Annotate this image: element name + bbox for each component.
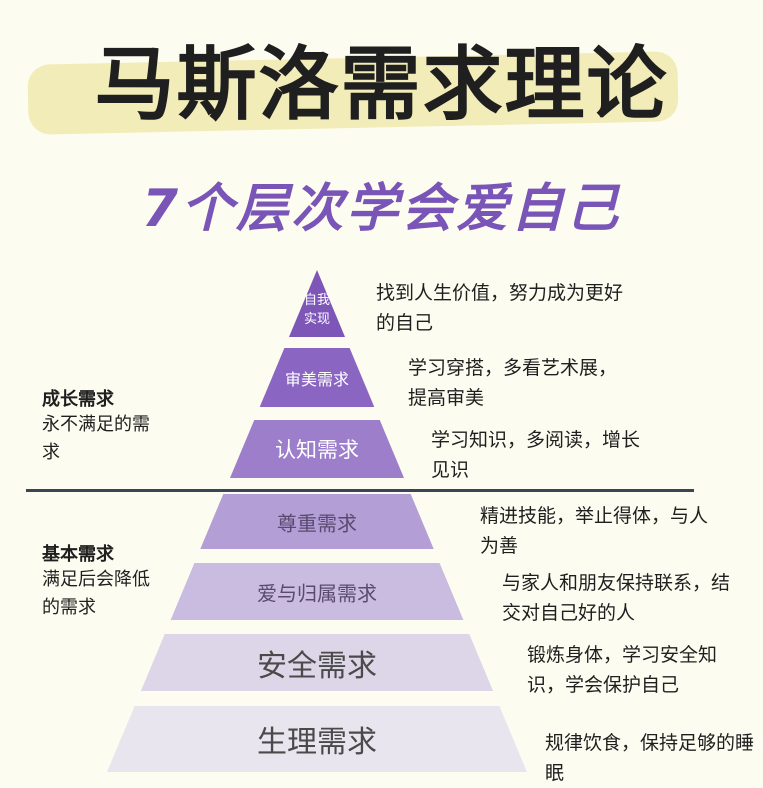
page-title: 马斯洛需求理论 (94, 38, 669, 131)
pyramid-layer-label-5: 爱与归属需求 (257, 581, 377, 605)
pyramid-layer-5 (170, 563, 464, 620)
page-subtitle: 7个层次学会爱自己 (141, 179, 622, 239)
pyramid-layer-label-7: 生理需求 (257, 725, 377, 760)
pyramid-layer-label-3: 认知需求 (275, 438, 359, 462)
basic-needs-title: 基本需求 (42, 544, 114, 565)
pyramid-layer-label-4: 尊重需求 (277, 511, 357, 535)
layer-description-1: 找到人生价值，努力成为更好的自己 (376, 282, 624, 334)
layer-description-3: 学习知识，多阅读，增长见识 (431, 429, 641, 481)
layer-description-5: 与家人和朋友保持联系，结交对自己好的人 (502, 572, 731, 624)
pyramid-layer-3 (229, 420, 405, 478)
growth-needs-title: 成长需求 (42, 389, 114, 410)
pyramid-layer-label-6: 安全需求 (257, 648, 377, 684)
layer-description-7: 规律饮食，保持足够的睡眠 (545, 732, 755, 784)
basic-needs-desc: 满足后会降低的需求 (42, 569, 150, 618)
layer-description-6: 锻炼身体，学习安全知识，学会保护自己 (527, 644, 718, 696)
needs-divider (26, 489, 694, 492)
pyramid-layer-label-2: 审美需求 (284, 369, 350, 389)
pyramid-layer-7 (107, 706, 527, 772)
pyramid-layer-1 (288, 270, 346, 337)
pyramid-layer-4 (200, 494, 434, 549)
layer-description-2: 学习穿搭，多看艺术展，提高审美 (408, 357, 618, 409)
pyramid-layer-2 (259, 348, 375, 407)
pyramid-layer-6 (140, 634, 494, 691)
pyramid-layer-label-1: 自我实现 (303, 292, 330, 327)
growth-needs-desc: 永不满足的需求 (42, 414, 150, 463)
layer-description-4: 精进技能，举止得体，与人为善 (480, 505, 709, 557)
